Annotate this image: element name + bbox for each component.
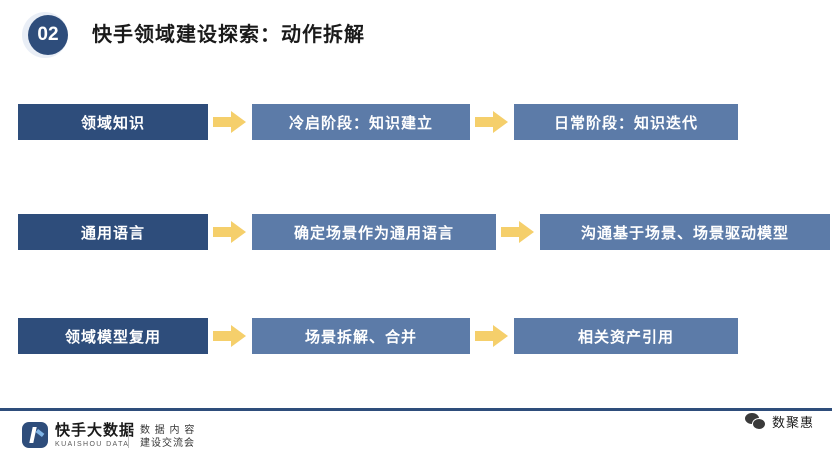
footer-divider-line — [0, 408, 832, 411]
node-scene-driven-model: 沟通基于场景、场景驱动模型 — [540, 214, 830, 250]
node-daily-knowledge-iteration: 日常阶段：知识迭代 — [514, 104, 738, 140]
arrow-right-icon — [496, 214, 540, 250]
wechat-account: 数聚惠 — [744, 412, 814, 431]
wechat-bubble-small — [751, 418, 766, 430]
event-name-line2: 建设交流会 — [140, 438, 195, 449]
section-badge: 02 — [22, 12, 68, 58]
slide-header: 02 快手领域建设探索：动作拆解 — [0, 0, 832, 66]
node-domain-knowledge: 领域知识 — [18, 104, 208, 140]
node-common-language: 通用语言 — [18, 214, 208, 250]
brand-name-en: KUAISHOU DATA — [55, 440, 130, 448]
diagram-row-common-language: 通用语言 确定场景作为通用语言 沟通基于场景、场景驱动模型 — [18, 214, 830, 250]
slide-footer: 快手大数据 KUAISHOU DATA 数 据 内 容 建设交流会 — [0, 408, 832, 462]
brand-logo: 快手大数据 KUAISHOU DATA — [22, 422, 135, 448]
node-scene-as-common-language: 确定场景作为通用语言 — [252, 214, 496, 250]
kuaishou-logo-icon — [22, 422, 48, 448]
arrow-right-icon — [470, 104, 514, 140]
diagram-row-domain-knowledge: 领域知识 冷启阶段：知识建立 日常阶段：知识迭代 — [18, 104, 738, 140]
footer-vertical-divider — [128, 424, 129, 448]
node-scene-split-merge: 场景拆解、合并 — [252, 318, 470, 354]
node-domain-model-reuse: 领域模型复用 — [18, 318, 208, 354]
page-title: 快手领域建设探索：动作拆解 — [92, 24, 365, 46]
diagram-row-model-reuse: 领域模型复用 场景拆解、合并 相关资产引用 — [18, 318, 738, 354]
node-cold-start-knowledge-build: 冷启阶段：知识建立 — [252, 104, 470, 140]
wechat-bubble-large — [744, 413, 759, 424]
badge-number: 02 — [28, 15, 68, 55]
arrow-right-icon — [208, 318, 252, 354]
arrow-right-icon — [470, 318, 514, 354]
brand-name-cn: 快手大数据 — [55, 421, 136, 439]
event-name-line1: 数 据 内 容 — [140, 425, 196, 436]
wechat-account-name: 数聚惠 — [771, 415, 814, 430]
event-name: 数 据 内 容 建设交流会 — [140, 424, 195, 450]
node-related-asset-reference: 相关资产引用 — [514, 318, 738, 354]
wechat-icon — [744, 413, 766, 430]
arrow-right-icon — [208, 104, 252, 140]
brand-logo-text: 快手大数据 KUAISHOU DATA — [55, 423, 135, 448]
arrow-right-icon — [208, 214, 252, 250]
